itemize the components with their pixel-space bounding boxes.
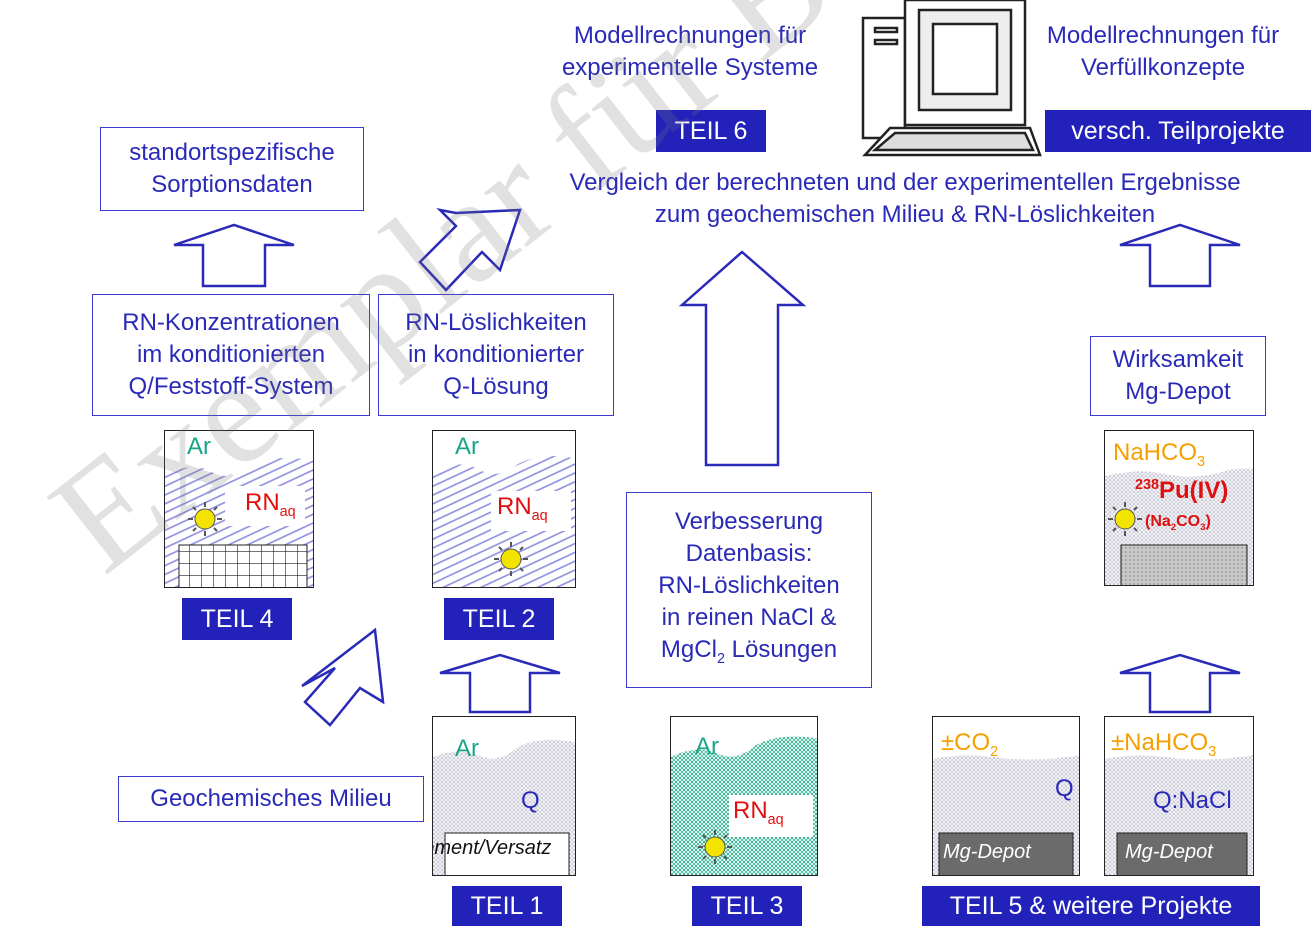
sorption-box: standortspezifische Sorptionsdaten [100, 127, 364, 211]
vessel-teil1: Ar Q Zement/Versatz [432, 716, 576, 876]
compare-text: Vergleich der berechneten und der experi… [569, 169, 1241, 228]
model-exp-text: Modellrechnungen für experimentelle Syst… [561, 22, 819, 81]
qnacl-text: Q:NaCl [1153, 787, 1232, 814]
vessel-pu: NaHCO3 238Pu(IV) (Na2CO3) [1104, 430, 1254, 586]
rn-aq-text: RNaq [497, 493, 548, 524]
milieu-box: Geochemisches Milieu [118, 776, 424, 822]
nahco3-text: NaHCO3 [1113, 439, 1206, 470]
sun-icon [188, 502, 222, 536]
teil3-label: TEIL 3 [692, 886, 802, 926]
pu-text: 238Pu(IV) [1135, 477, 1229, 504]
vessel-teil2: Ar RNaq [432, 430, 576, 588]
ar-text: Ar [455, 433, 479, 460]
vessel-nahco3: ±NaHCO3 Q:NaCl Mg-Depot [1104, 716, 1254, 876]
arrow-diagonal-to-sorption [418, 208, 522, 292]
arrow-big-up [678, 250, 807, 467]
vessel-teil3: Ar RNaq [670, 716, 818, 876]
ar-text: Ar [455, 735, 479, 762]
arrow-to-fill [1119, 223, 1241, 288]
computer-icon [861, 0, 1042, 157]
teilprojekte-label: versch. Teilprojekte [1045, 110, 1311, 152]
co2-text: ±CO2 [941, 729, 999, 760]
sun-icon [698, 830, 732, 864]
konzentration-box: RN-Konzentrationen im konditionierten Q/… [92, 294, 370, 416]
q-text: Q [521, 787, 540, 814]
mg-depot-text: Mg-Depot [1125, 841, 1213, 863]
teil5-label: TEIL 5 & weitere Projekte [922, 886, 1260, 926]
verbesserung-last-line: MgCl2 Lösungen [660, 635, 838, 667]
teil4-label: TEIL 4 [182, 598, 292, 640]
rn-aq-text: RNaq [733, 797, 784, 828]
sun-icon [494, 542, 528, 576]
loeslichkeit-box: RN-Löslichkeiten in konditionierter Q-Lö… [378, 294, 614, 416]
arrow-teil5-to-wirk [1119, 653, 1241, 714]
teil2-label: TEIL 2 [444, 598, 554, 640]
rn-aq-text: RNaq [245, 489, 296, 520]
teil6-label: TEIL 6 [656, 110, 766, 152]
teil1-label: TEIL 1 [452, 886, 562, 926]
vessel-co2: ±CO2 Q Mg-Depot [932, 716, 1080, 876]
zement-text: Zement/Versatz [433, 837, 552, 859]
vessel-teil4: Ar RNaq [164, 430, 314, 588]
model-fill-text: Modellrechnungen für Verfüllkonzepte [1046, 22, 1280, 81]
sun-icon [1108, 502, 1142, 536]
verbesserung-box: Verbesserung Datenbasis: RN-Löslichkeite… [626, 492, 872, 688]
arrow-to-teil4 [301, 627, 385, 727]
ar-text: Ar [187, 433, 211, 460]
wirksamkeit-box: Wirksamkeit Mg-Depot [1090, 336, 1266, 416]
na2co3-text: (Na2CO3) [1145, 513, 1211, 534]
arrow-to-sorption [173, 223, 295, 288]
arrow-teil1-to-teil2 [439, 653, 561, 714]
verbesserung-text: Verbesserung Datenbasis: RN-Löslichkeite… [658, 507, 840, 631]
ar-text: Ar [695, 733, 719, 760]
mg-depot-text: Mg-Depot [943, 841, 1031, 863]
q-text: Q [1055, 775, 1074, 802]
pm-nahco3-text: ±NaHCO3 [1111, 729, 1217, 760]
